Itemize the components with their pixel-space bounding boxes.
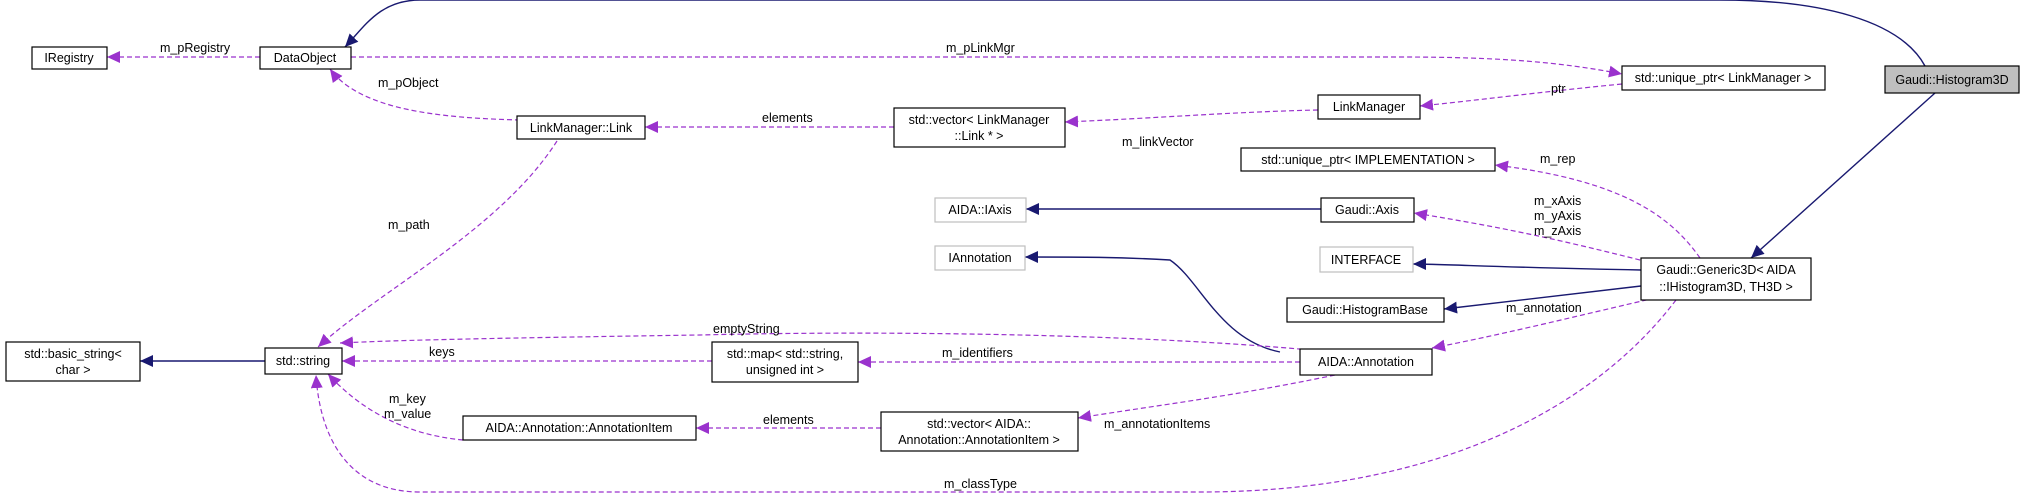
node-iannotation[interactable]: IAnnotation (934, 245, 1026, 271)
node-generic3d[interactable]: Gaudi::Generic3D< AIDA ::IHistogram3D, T… (1640, 257, 1812, 301)
label-m-classtype: m_classType (944, 477, 1017, 491)
node-annotation-item[interactable]: AIDA::Annotation::AnnotationItem (462, 415, 697, 441)
node-aida-annotation[interactable]: AIDA::Annotation (1299, 348, 1433, 376)
label-elements-link: elements (762, 111, 813, 125)
svg-text:Gaudi::Generic3D< AIDA: Gaudi::Generic3D< AIDA (1656, 263, 1796, 277)
edge-m-annotation (1431, 297, 1656, 352)
node-basic-string[interactable]: std::basic_string< char > (5, 341, 141, 382)
node-linkmanager-link[interactable]: LinkManager::Link (516, 115, 646, 140)
node-vector-annotation-item[interactable]: std::vector< AIDA:: Annotation::Annotati… (880, 411, 1079, 452)
label-m-key: m_key (389, 392, 427, 406)
node-aida-iaxis[interactable]: AIDA::IAxis (934, 197, 1027, 223)
edge-m-path (317, 140, 558, 348)
edge-m-linkvector (1064, 109, 1319, 128)
node-gaudi-axis[interactable]: Gaudi::Axis (1320, 197, 1415, 223)
edge-m-pobject (329, 68, 521, 121)
edge-m-rep (1494, 160, 1701, 259)
svg-text:std::vector< AIDA::: std::vector< AIDA:: (927, 417, 1031, 431)
node-dataobject[interactable]: DataObject (259, 46, 352, 70)
label-m-linkvector: m_linkVector (1122, 135, 1194, 149)
label-m-value: m_value (384, 407, 431, 421)
svg-text:DataObject: DataObject (274, 51, 337, 65)
edge-histogram3d-to-dataobject (344, 0, 1926, 67)
svg-text:AIDA::IAxis: AIDA::IAxis (948, 203, 1011, 217)
svg-text:std::unique_ptr< IMPLEMENTATIO: std::unique_ptr< IMPLEMENTATION > (1261, 153, 1475, 167)
svg-text:Gaudi::Histogram3D: Gaudi::Histogram3D (1895, 73, 2008, 87)
label-m-plinkmgr: m_pLinkMgr (946, 41, 1015, 55)
node-map[interactable]: std::map< std::string, unsigned int > (711, 341, 859, 383)
svg-text:char >: char > (55, 363, 90, 377)
label-m-pobject: m_pObject (378, 76, 439, 90)
node-unique-ptr-implementation[interactable]: std::unique_ptr< IMPLEMENTATION > (1240, 147, 1496, 172)
label-m-pregistry: m_pRegistry (160, 41, 231, 55)
edge-m-axis (1413, 209, 1649, 263)
label-m-xaxis: m_xAxis (1534, 194, 1581, 208)
label-m-annotationitems: m_annotationItems (1104, 417, 1210, 431)
svg-text:Annotation::AnnotationItem >: Annotation::AnnotationItem > (898, 433, 1060, 447)
svg-text:std::unique_ptr< LinkManager >: std::unique_ptr< LinkManager > (1635, 71, 1812, 85)
svg-text:AIDA::Annotation::AnnotationIt: AIDA::Annotation::AnnotationItem (486, 421, 673, 435)
node-std-string[interactable]: std::string (264, 347, 343, 375)
svg-text:Gaudi::HistogramBase: Gaudi::HistogramBase (1302, 303, 1428, 317)
node-iregistry[interactable]: IRegistry (31, 46, 108, 70)
label-m-yaxis: m_yAxis (1534, 209, 1581, 223)
label-emptystring: emptyString (713, 322, 780, 336)
svg-text:IAnnotation: IAnnotation (948, 251, 1011, 265)
node-histogram3d[interactable]: Gaudi::Histogram3D (1884, 65, 2020, 94)
edge-m-annotationitems (1077, 374, 1336, 422)
edge-m-classtype (310, 299, 1677, 493)
edge-annotation-to-iannotation (1024, 251, 1281, 353)
svg-text:std::basic_string<: std::basic_string< (24, 347, 122, 361)
svg-text:std::string: std::string (276, 354, 330, 368)
svg-text:std::map< std::string,: std::map< std::string, (727, 347, 843, 361)
node-histogrambase[interactable]: Gaudi::HistogramBase (1286, 297, 1445, 323)
label-ptr: ptr (1551, 82, 1566, 96)
label-m-identifiers: m_identifiers (942, 346, 1013, 360)
node-interface[interactable]: INTERFACE (1319, 246, 1414, 273)
edge-generic3d-to-histogrambase (1443, 285, 1642, 314)
svg-text:std::vector< LinkManager: std::vector< LinkManager (909, 113, 1050, 127)
svg-text:::IHistogram3D, TH3D >: ::IHistogram3D, TH3D > (1659, 280, 1793, 294)
label-m-path: m_path (388, 218, 430, 232)
edge-histogram3d-to-generic3d (1750, 92, 1936, 259)
edge-generic3d-to-interface (1412, 258, 1642, 271)
svg-text:::Link * >: ::Link * > (955, 129, 1004, 143)
svg-text:INTERFACE: INTERFACE (1331, 253, 1401, 267)
label-keys: keys (429, 345, 455, 359)
label-elements-item: elements (763, 413, 814, 427)
svg-text:Gaudi::Axis: Gaudi::Axis (1335, 203, 1399, 217)
edge-m-plinkmgr (351, 56, 1623, 78)
svg-text:LinkManager: LinkManager (1333, 100, 1405, 114)
svg-text:unsigned int >: unsigned int > (746, 363, 824, 377)
edge-ptr (1419, 83, 1623, 111)
label-m-zaxis: m_zAxis (1534, 224, 1581, 238)
svg-text:LinkManager::Link: LinkManager::Link (530, 121, 633, 135)
svg-text:AIDA::Annotation: AIDA::Annotation (1318, 355, 1414, 369)
edge-emptystring (339, 332, 1311, 351)
label-m-rep: m_rep (1540, 152, 1575, 166)
label-m-annotation: m_annotation (1506, 301, 1582, 315)
node-linkmanager[interactable]: LinkManager (1317, 94, 1421, 120)
node-unique-ptr-linkmanager[interactable]: std::unique_ptr< LinkManager > (1621, 65, 1826, 91)
node-vector-link[interactable]: std::vector< LinkManager ::Link * > (893, 107, 1066, 148)
svg-text:IRegistry: IRegistry (44, 51, 94, 65)
